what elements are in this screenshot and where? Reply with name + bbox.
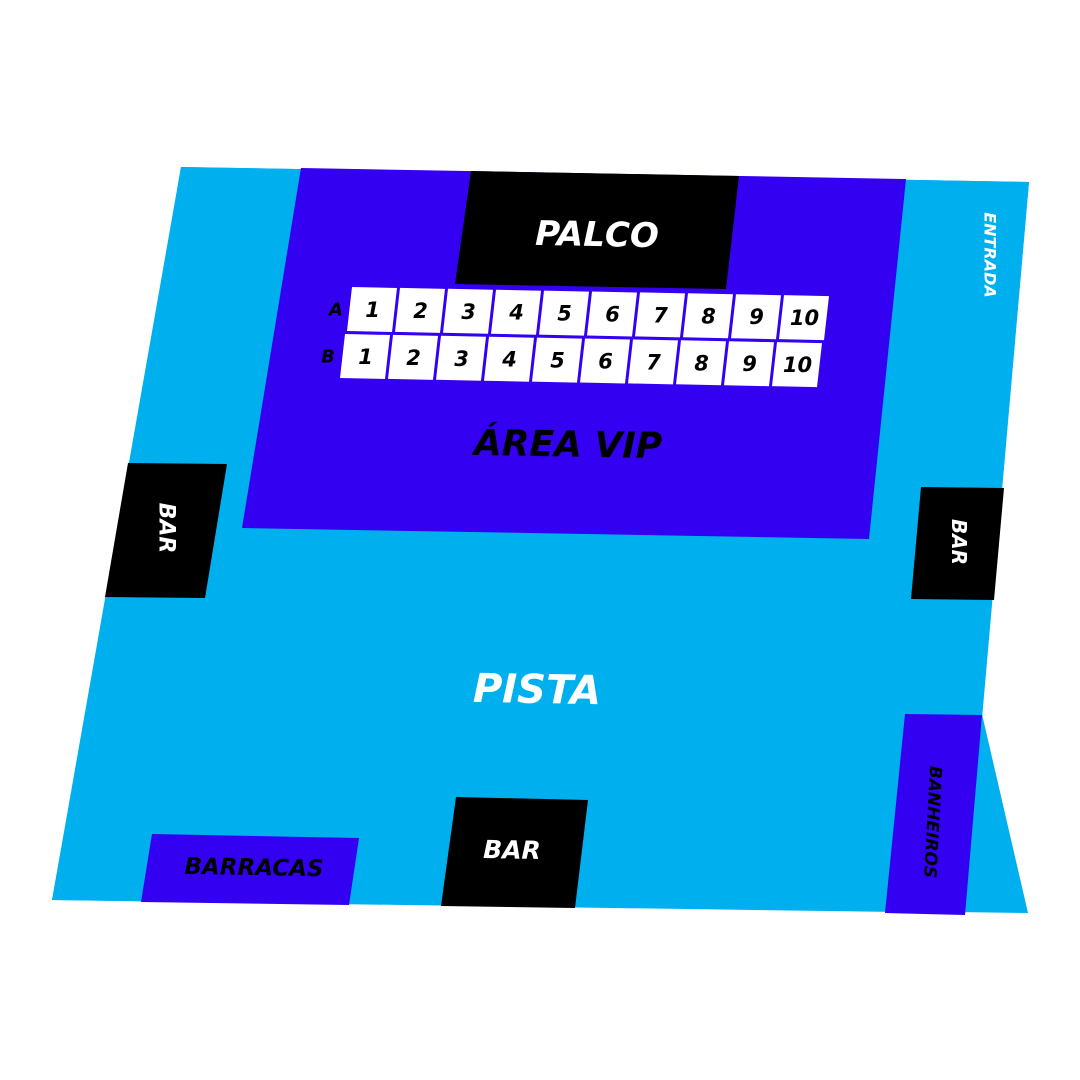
seat-B1[interactable] (340, 334, 390, 379)
vip-label: ÁREA VIP (471, 422, 663, 467)
tents[interactable] (141, 834, 359, 905)
seat-B9[interactable] (724, 341, 774, 387)
seat-number: 1 (358, 345, 373, 369)
seat-number: 4 (501, 348, 517, 372)
seat-B3[interactable] (436, 335, 486, 381)
seat-number: 9 (742, 352, 757, 376)
seat-number: 2 (413, 299, 428, 323)
seat-number: 9 (749, 305, 764, 329)
entrance-label: ENTRADA (981, 212, 1000, 298)
seat-A6[interactable] (587, 291, 637, 337)
seat-B6[interactable] (580, 338, 630, 384)
tents-label: BARRACAS (184, 854, 324, 882)
seat-number: 10 (790, 306, 819, 330)
bar-bottom[interactable] (441, 797, 588, 908)
stage[interactable] (455, 171, 739, 289)
seat-number: 6 (598, 350, 613, 374)
bar-bottom-label: BAR (483, 835, 541, 865)
seat-number: 5 (557, 302, 572, 326)
seat-A10[interactable] (779, 295, 829, 341)
seat-number: 2 (406, 346, 421, 370)
seat-A2[interactable] (395, 287, 445, 333)
bar-left[interactable] (105, 463, 227, 598)
seat-number: 8 (701, 304, 716, 328)
row-label: A (327, 300, 343, 321)
seat-number: 5 (550, 349, 565, 373)
bar-left-label: BAR (154, 503, 179, 554)
seat-number: 10 (783, 353, 812, 377)
seat-A4[interactable] (491, 289, 541, 335)
seat-A3[interactable] (443, 288, 493, 334)
restrooms[interactable] (885, 714, 982, 915)
seat-A5[interactable] (539, 290, 589, 336)
seat-number: 1 (365, 298, 380, 322)
bar-right-label: BAR (947, 519, 971, 565)
seat-A7[interactable] (635, 292, 685, 338)
seat-B4[interactable] (484, 336, 534, 382)
seat-number: 8 (694, 351, 709, 375)
seat-A9[interactable] (731, 294, 781, 340)
seat-number: 7 (653, 303, 668, 327)
seat-number: 4 (508, 301, 524, 325)
seat-B7[interactable] (628, 339, 678, 385)
floor-label: PISTA (473, 666, 602, 714)
row-label: B (321, 347, 335, 368)
stage-label: PALCO (535, 214, 659, 256)
seat-number: 3 (454, 347, 469, 371)
seat-B5[interactable] (532, 337, 582, 383)
seat-B8[interactable] (676, 340, 726, 386)
seat-B2[interactable] (388, 334, 438, 380)
seat-B10[interactable] (772, 342, 822, 388)
seat-number: 6 (605, 303, 620, 327)
seat-A8[interactable] (683, 293, 733, 339)
seat-number: 7 (646, 350, 661, 374)
bar-right[interactable] (911, 487, 1004, 600)
seat-A1[interactable] (347, 287, 397, 332)
seat-number: 3 (461, 300, 476, 324)
